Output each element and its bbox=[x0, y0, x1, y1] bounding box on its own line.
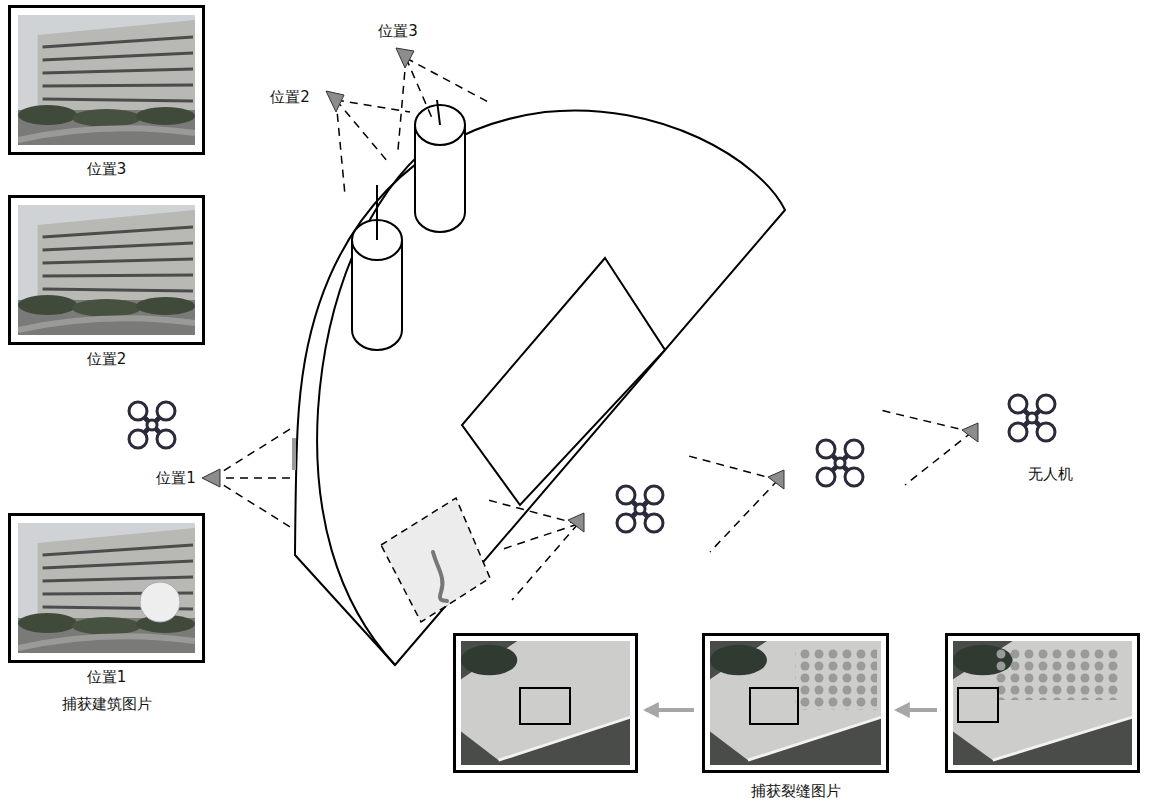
photo-frame: 位置2 bbox=[8, 195, 205, 345]
dome bbox=[140, 582, 180, 622]
building-outline bbox=[295, 110, 785, 665]
cylinder bbox=[415, 100, 465, 232]
building-edge-mark bbox=[292, 438, 296, 470]
roof-dots bbox=[995, 648, 1120, 700]
photo-frame: 位置1捕获建筑图片 bbox=[8, 513, 205, 663]
photo-frame: 位置3 bbox=[8, 5, 205, 155]
position-label: 位置1 bbox=[156, 469, 196, 488]
position-label: 无人机 bbox=[1028, 465, 1073, 484]
drone-icon bbox=[1009, 395, 1055, 441]
crack-photo bbox=[953, 641, 1132, 765]
photo-caption: 捕获裂缝图片 bbox=[685, 782, 906, 801]
position-label: 位置3 bbox=[378, 22, 418, 41]
drone-icon bbox=[617, 486, 663, 532]
camera-symbol bbox=[202, 48, 978, 532]
flow-arrow bbox=[897, 708, 937, 712]
crack-box bbox=[750, 688, 798, 724]
photo-caption: 位置3 bbox=[0, 160, 222, 179]
position-label: 位置2 bbox=[270, 88, 310, 107]
crack-photo bbox=[710, 641, 881, 765]
photo-caption: 位置2 bbox=[0, 350, 222, 369]
photo-caption: 捕获建筑图片 bbox=[0, 695, 222, 714]
view-cone bbox=[212, 58, 972, 600]
cylinder bbox=[352, 185, 402, 350]
drone-icon bbox=[817, 440, 863, 486]
flow-arrow bbox=[646, 708, 694, 712]
crack bbox=[433, 552, 447, 601]
crack-photo bbox=[461, 641, 630, 765]
photo-frame bbox=[453, 633, 638, 773]
roof-dots bbox=[795, 648, 877, 710]
building-photo bbox=[18, 523, 195, 653]
building-photo bbox=[18, 205, 195, 335]
photo-frame: 捕获裂缝图片 bbox=[702, 633, 889, 773]
crack-box bbox=[958, 688, 998, 722]
crack-region bbox=[381, 498, 490, 622]
building-photo bbox=[18, 15, 195, 145]
photo-frame bbox=[945, 633, 1140, 773]
photo-caption: 位置1 bbox=[0, 668, 222, 687]
drone-icon bbox=[129, 402, 175, 448]
crack-box bbox=[520, 688, 570, 724]
